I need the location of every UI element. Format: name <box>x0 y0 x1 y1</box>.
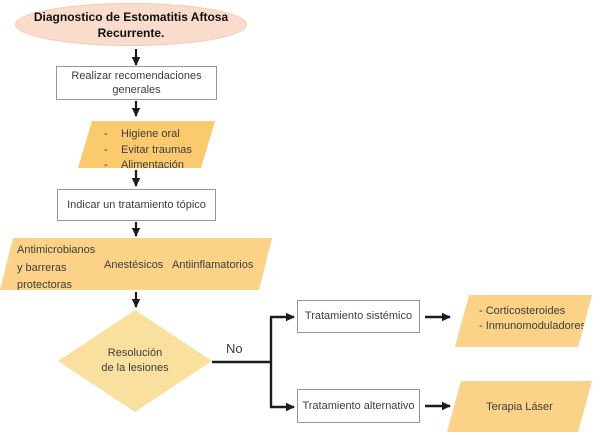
decision-resolucion-lesiones: Resolución de la lesiones <box>58 310 212 412</box>
process-tratamiento-alternativo-label: Tratamiento alternativo <box>302 399 415 412</box>
process-tratamiento-alternativo: Tratamiento alternativo <box>297 389 420 423</box>
systemic-option-item: - Inmunomoduladores <box>479 320 587 332</box>
recommendation-item: - Higiene oral <box>104 127 215 143</box>
recommendation-item: - Alimentación <box>104 158 215 174</box>
parallelogram-terapia-laser: Terapia Láser <box>447 381 592 432</box>
topical-option-group3: Antiinflamatorios <box>172 259 254 271</box>
start-title-line1: Diagnostico de Estomatitis Aftosa <box>33 9 229 24</box>
process-recomendaciones-line1: Realizar recomendaciones <box>71 69 202 82</box>
parallelogram-topical-options: Antimicrobianos y barreras protectoras A… <box>0 238 272 290</box>
process-tratamiento-topico-label: Indicar un tratamiento tópico <box>67 198 206 211</box>
parallelogram-recommendations: - Higiene oral - Evitar traumas - Alimen… <box>78 121 215 168</box>
topical-option-group1-line1: Antimicrobianos <box>17 244 96 256</box>
parallelogram-systemic-options: - Corticosteroides - Inmunomoduladores <box>455 295 592 347</box>
topical-option-group1-line2: y barreras <box>17 261 67 274</box>
bullet-dash: - <box>104 143 108 156</box>
start-title-line2: Recurrente. <box>97 25 165 40</box>
bullet-dash: - <box>104 128 108 140</box>
recommendation-text: Evitar traumas <box>121 143 192 156</box>
process-recomendaciones-line2: generales <box>112 84 161 96</box>
systemic-option-item: - Corticosteroides <box>479 305 566 317</box>
process-tratamiento-sistemico-label: Tratamiento sistémico <box>304 310 413 323</box>
terapia-laser-label: Terapia Láser <box>486 400 553 413</box>
process-tratamiento-sistemico: Tratamiento sistémico <box>297 300 420 333</box>
branch-no-label: No <box>226 341 243 356</box>
bullet-dash: - <box>104 159 108 171</box>
topical-option-group1-line3: protectoras <box>17 279 73 291</box>
recommendation-text: Alimentación <box>121 159 184 171</box>
recommendation-text: Higiene oral <box>121 128 180 140</box>
topical-option-group2: Anestésicos <box>104 259 164 271</box>
topical-option-group1: Antimicrobianos y barreras protectoras <box>17 242 95 295</box>
process-tratamiento-topico: Indicar un tratamiento tópico <box>57 189 216 221</box>
recommendation-item: - Evitar traumas <box>104 143 215 159</box>
process-recomendaciones-generales: Realizar recomendaciones generales <box>56 66 217 100</box>
decision-line1: Resolución <box>107 347 163 359</box>
start-terminator: Diagnostico de Estomatitis Aftosa Recurr… <box>15 3 247 46</box>
branch-no-connector <box>212 317 273 407</box>
decision-line2: de la lesiones <box>101 362 169 374</box>
